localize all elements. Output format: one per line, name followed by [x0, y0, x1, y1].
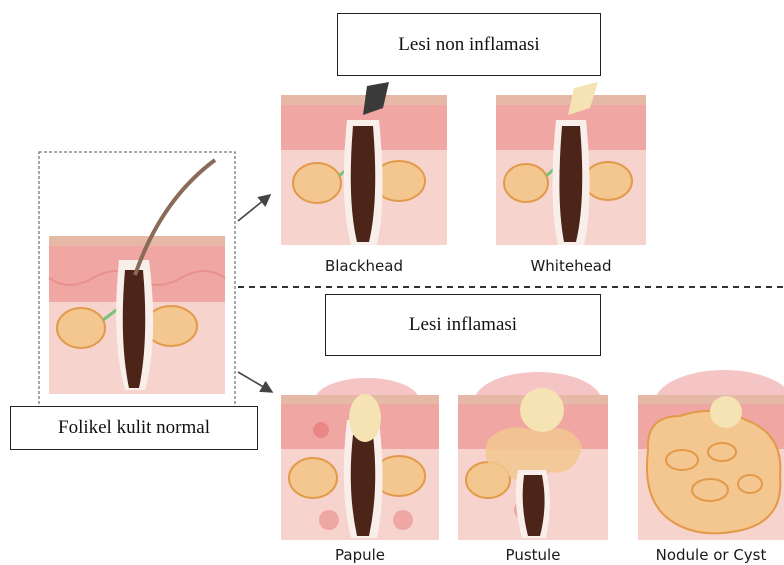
blackhead-illustration — [281, 80, 447, 250]
papule-illustration — [281, 380, 439, 540]
whitehead-illustration — [496, 80, 646, 250]
inflammatory-title: Lesi inflamasi — [325, 294, 601, 356]
whitehead-caption: Whitehead — [496, 257, 646, 275]
non-inflammatory-title: Lesi non inflamasi — [337, 13, 601, 76]
blackhead-caption: Blackhead — [281, 257, 447, 275]
arrow-up — [238, 195, 270, 221]
normal-follicle-illustration — [49, 160, 225, 400]
normal-follicle-label: Folikel kulit normal — [10, 406, 258, 450]
nodule-caption: Nodule or Cyst — [638, 546, 784, 564]
pustule-illustration — [458, 380, 608, 540]
nodule-illustration — [638, 380, 784, 540]
arrow-down — [238, 372, 272, 392]
pustule-caption: Pustule — [458, 546, 608, 564]
papule-caption: Papule — [281, 546, 439, 564]
